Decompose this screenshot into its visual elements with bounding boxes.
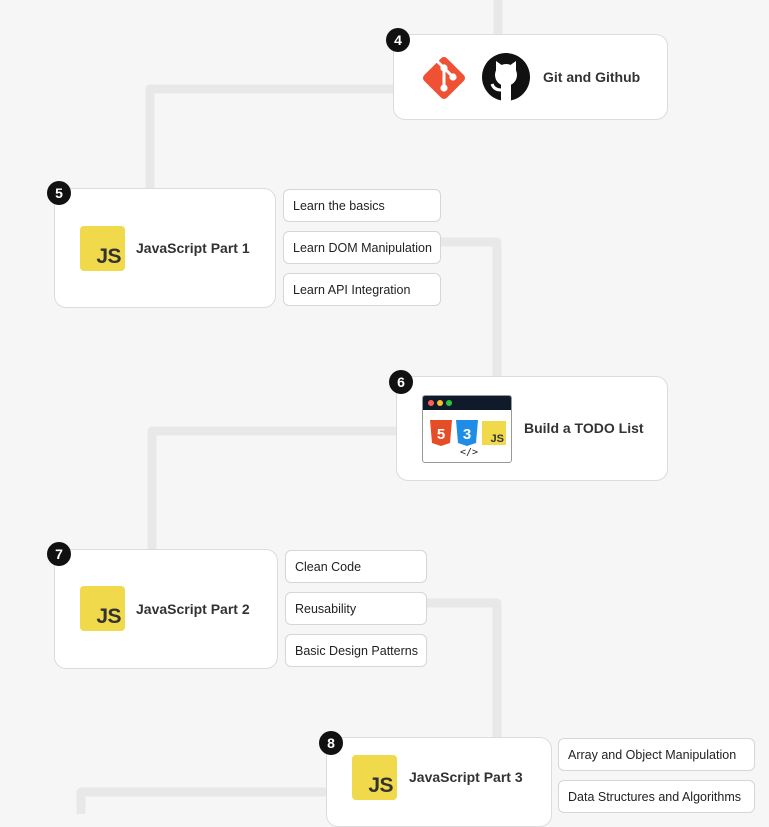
topic-learn-api-integration[interactable]: Learn API Integration: [283, 273, 441, 306]
browser-html-css-js-icon: 5 3 JS </>: [422, 395, 512, 463]
topic-learn-the-basics[interactable]: Learn the basics: [283, 189, 441, 222]
svg-text:3: 3: [463, 426, 471, 443]
js-mini-icon: JS: [482, 421, 506, 445]
connector-5-6: [441, 237, 502, 378]
connector-7-8: [427, 598, 502, 738]
node-title: Git and Github: [543, 69, 641, 85]
topic-data-structures-and-algorithms[interactable]: Data Structures and Algorithms: [558, 780, 755, 813]
step-badge: 8: [319, 731, 343, 755]
topic-reusability[interactable]: Reusability: [285, 592, 427, 625]
step-badge: 7: [47, 542, 71, 566]
node-title: JavaScript Part 1: [136, 240, 250, 256]
js-icon: JS: [352, 755, 397, 800]
git-icon: [423, 57, 465, 99]
connector-6-7: [147, 426, 397, 551]
js-icon: JS: [80, 226, 125, 271]
svg-text:5: 5: [437, 426, 445, 443]
topic-learn-dom-manipulation[interactable]: Learn DOM Manipulation: [283, 231, 441, 264]
connector-8-9: [76, 787, 327, 814]
node-title: Build a TODO List: [524, 420, 644, 436]
topic-clean-code[interactable]: Clean Code: [285, 550, 427, 583]
html5-icon: 5: [430, 420, 452, 446]
step-badge: 6: [389, 370, 413, 394]
step-badge: 5: [47, 181, 71, 205]
step-badge: 4: [386, 28, 410, 52]
node-title: JavaScript Part 2: [136, 601, 250, 617]
node-title: JavaScript Part 3: [409, 769, 523, 785]
connector-4-5: [145, 84, 394, 190]
github-icon: [482, 53, 530, 102]
js-icon: JS: [80, 586, 125, 631]
topic-basic-design-patterns[interactable]: Basic Design Patterns: [285, 634, 427, 667]
topic-array-and-object-manipulation[interactable]: Array and Object Manipulation: [558, 738, 755, 771]
css3-icon: 3: [456, 420, 478, 446]
code-icon: </>: [460, 447, 479, 458]
